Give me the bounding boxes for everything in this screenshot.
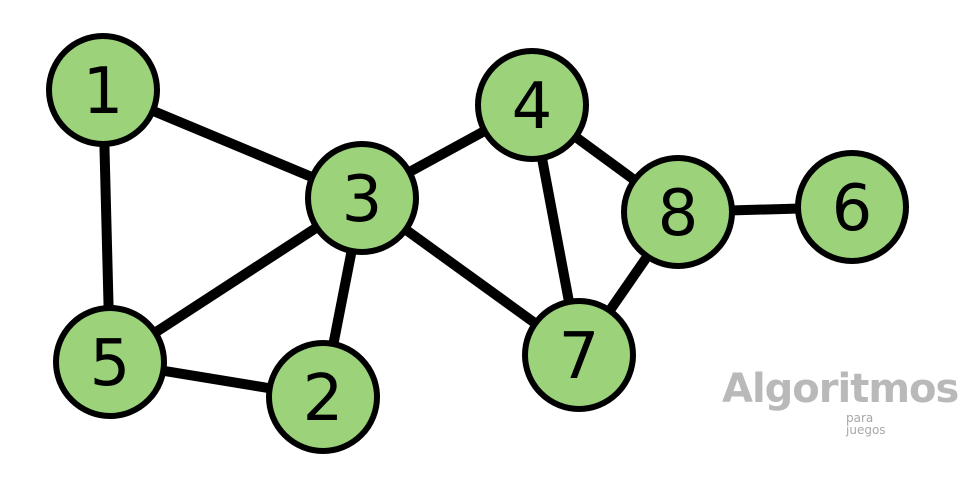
node-circle-6 [795,150,909,264]
node-3: 3 [305,141,419,255]
node-group: 1 2 3 4 5 6 78 [46,33,909,454]
node-label-5: 5 [90,327,131,401]
node-circle-8 [621,155,735,269]
node-circle-5 [53,305,167,419]
node-label-8: 8 [658,177,699,251]
logo-subtitle-line2: juegos [846,423,886,437]
node-circle-2 [266,340,380,454]
node-label-1: 1 [83,55,124,129]
node-6: 6 [795,150,909,264]
node-label-7: 7 [559,320,600,394]
logo-subtitle: para juegos [846,412,886,436]
algoritmos-logo: Algoritmos para juegos [722,360,959,440]
node-2: 2 [266,340,380,454]
node-label-3: 3 [342,163,383,237]
node-8: 8 [621,155,735,269]
logo-subtitle-line1: para [846,411,874,425]
logo-wordmark: Algoritmos [722,366,959,412]
edge-group [98,85,857,402]
node-circle-3 [305,141,419,255]
node-label-4: 4 [512,70,553,144]
node-1: 1 [46,33,160,147]
node-circle-4 [475,48,589,162]
node-5: 5 [53,305,167,419]
node-7: 7 [522,298,636,412]
node-4: 4 [475,48,589,162]
node-label-6: 6 [832,172,873,246]
node-circle-1 [46,33,160,147]
node-label-2: 2 [303,362,344,436]
node-circle-7 [522,298,636,412]
